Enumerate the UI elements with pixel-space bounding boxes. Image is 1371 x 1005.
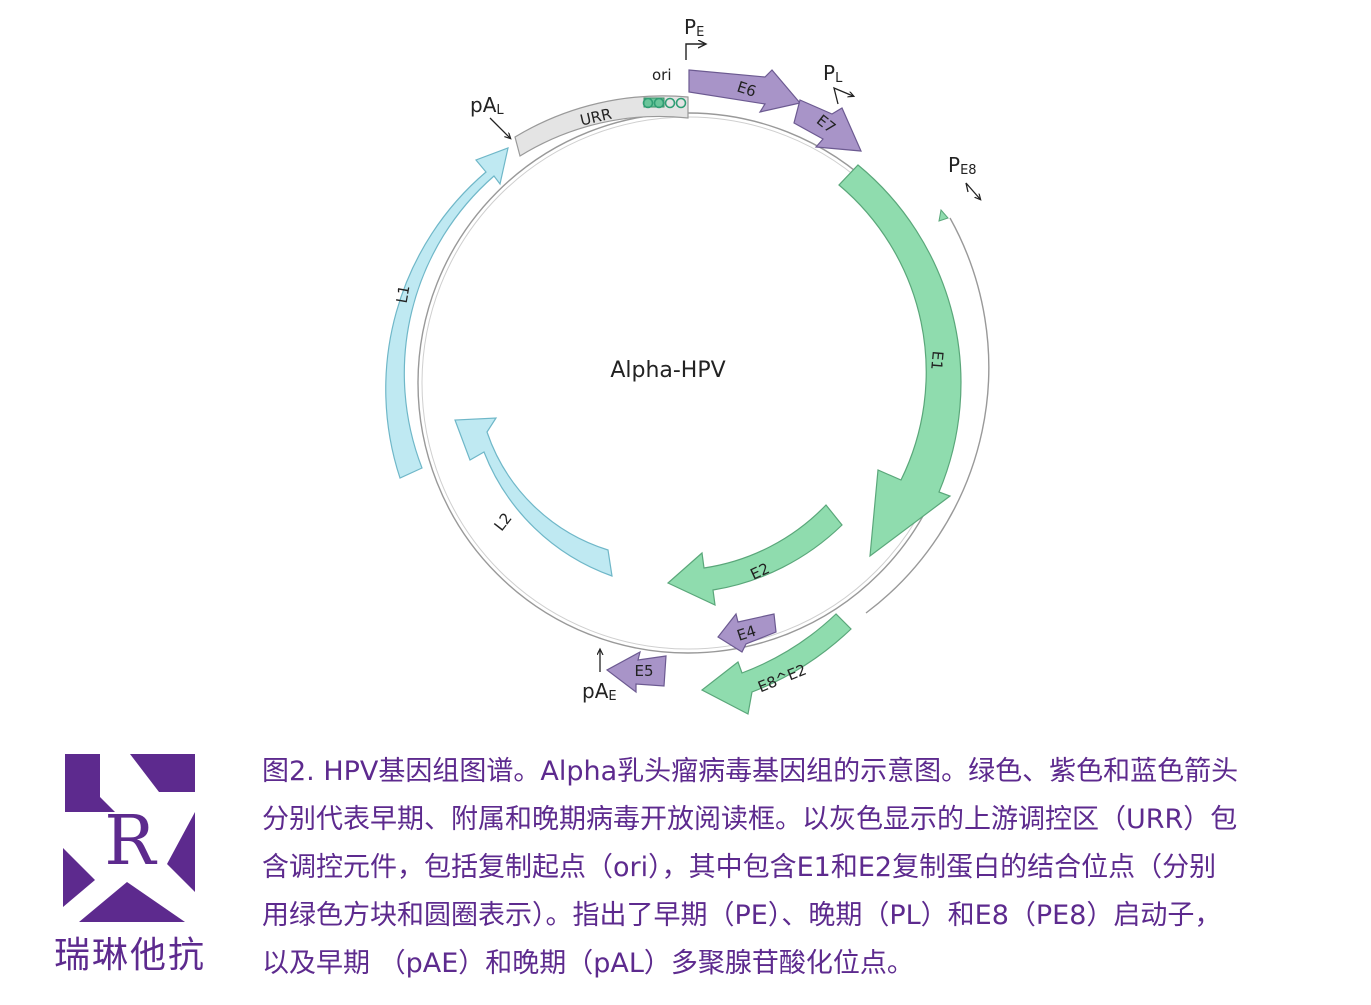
promoter-pe8-arrow bbox=[965, 182, 980, 199]
urr-region bbox=[514, 95, 689, 157]
center-title: Alpha-HPV bbox=[610, 358, 725, 383]
caption-line-3: 含调控元件，包括复制起点（ori），其中包含E1和E2复制蛋白的结合位点（分别 bbox=[262, 852, 1217, 883]
promoter-pl: PL bbox=[823, 61, 853, 105]
promoter-pe8: PE8 bbox=[948, 153, 980, 199]
promoter-pl-label: PL bbox=[823, 61, 843, 86]
e2-orf bbox=[666, 504, 843, 607]
e6-label: E6 bbox=[735, 78, 759, 101]
promoter-pl-arrow bbox=[833, 86, 853, 105]
polya-pal: pAL bbox=[470, 93, 510, 138]
l1-orf bbox=[385, 147, 509, 479]
e8e2-orf bbox=[700, 613, 852, 715]
e6-orf bbox=[688, 69, 802, 113]
logo-shape-top-right bbox=[130, 754, 195, 792]
e5-orf bbox=[605, 650, 667, 694]
e7-orf bbox=[793, 99, 862, 152]
e2-binding-site-3 bbox=[664, 97, 676, 109]
ori-binding-sites bbox=[642, 97, 687, 109]
logo-mark: R bbox=[63, 754, 195, 922]
polya-pal-label: pAL bbox=[470, 93, 504, 118]
hpv-genome-map: URR ori E6 E7 E1 E2 E4 E5 E8^E2 L2 L1 Al… bbox=[385, 15, 990, 715]
e1-label: E1 bbox=[927, 350, 947, 371]
caption-line-1: 图2. HPV基因组图谱。Alpha乳头瘤病毒基因组的示意图。绿色、紫色和蓝色箭… bbox=[262, 756, 1239, 787]
l1-label: L1 bbox=[393, 284, 414, 305]
e8-track-stub bbox=[938, 208, 949, 222]
e1-orf bbox=[838, 164, 962, 558]
e4-label: E4 bbox=[735, 622, 759, 645]
promoter-pe8-label: PE8 bbox=[948, 153, 977, 178]
e8-track bbox=[865, 217, 990, 614]
logo-shape-top-left bbox=[65, 754, 115, 812]
e2-binding-site-4 bbox=[675, 97, 687, 109]
polya-pal-arrow bbox=[489, 117, 510, 138]
polya-pae-label: pAE bbox=[582, 679, 617, 704]
caption-line-5: 以及早期 （pAE）和晚期（pAL）多聚腺苷酸化位点。 bbox=[262, 948, 914, 979]
ori-label: ori bbox=[652, 66, 672, 84]
polya-pae: pAE bbox=[582, 650, 617, 704]
logo-letter: R bbox=[104, 802, 157, 881]
e4-orf bbox=[717, 612, 777, 653]
logo-shape-right bbox=[167, 812, 195, 892]
logo-shape-bottom bbox=[79, 882, 185, 922]
l2-orf bbox=[454, 417, 613, 577]
e2-binding-site-1 bbox=[642, 97, 654, 109]
e5-label: E5 bbox=[634, 662, 653, 680]
promoter-pe-label: PE bbox=[684, 15, 704, 40]
l2-label: L2 bbox=[490, 509, 515, 534]
brand-name: 瑞琳他抗 bbox=[53, 935, 206, 976]
promoter-pe: PE bbox=[684, 15, 705, 60]
brand-logo: R bbox=[63, 754, 195, 922]
logo-shape-bottom-left bbox=[63, 848, 95, 907]
caption-line-2: 分别代表早期、附属和晚期病毒开放阅读框。以灰色显示的上游调控区（URR）包 bbox=[262, 804, 1238, 835]
caption-line-4: 用绿色方块和圆圈表示）。指出了早期（PE）、晚期（PL）和E8（PE8）启动子， bbox=[262, 900, 1222, 931]
e2-binding-site-2 bbox=[653, 97, 665, 109]
figure-caption: 图2. HPV基因组图谱。Alpha乳头瘤病毒基因组的示意图。绿色、紫色和蓝色箭… bbox=[262, 748, 1332, 988]
promoter-pe-arrow bbox=[685, 44, 705, 60]
